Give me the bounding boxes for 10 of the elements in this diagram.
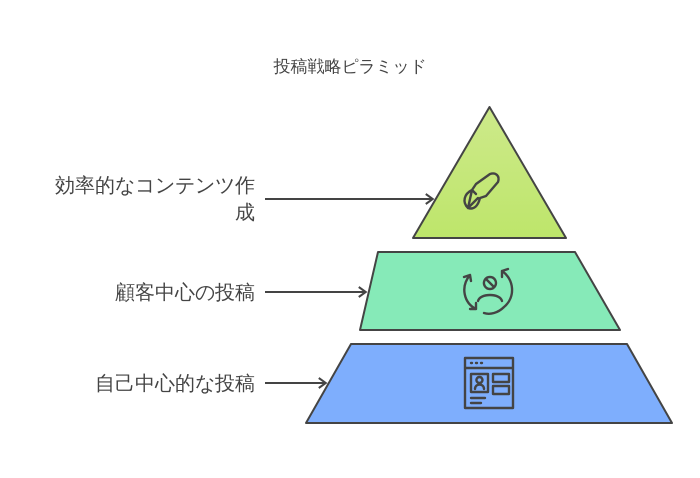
label-text: 顧客中心の投稿 [40, 279, 255, 306]
label-text: 効率的なコンテンツ作成 [42, 172, 255, 226]
title: 投稿戦略ピラミッド [272, 56, 428, 78]
pyramid-tier [306, 344, 672, 423]
arrow [265, 193, 434, 205]
pyramid-triangle [413, 107, 566, 238]
arrow [265, 286, 367, 298]
arrow [265, 377, 327, 389]
pyramid-tier [360, 252, 620, 330]
label-text: 自己中心的な投稿 [40, 370, 255, 397]
